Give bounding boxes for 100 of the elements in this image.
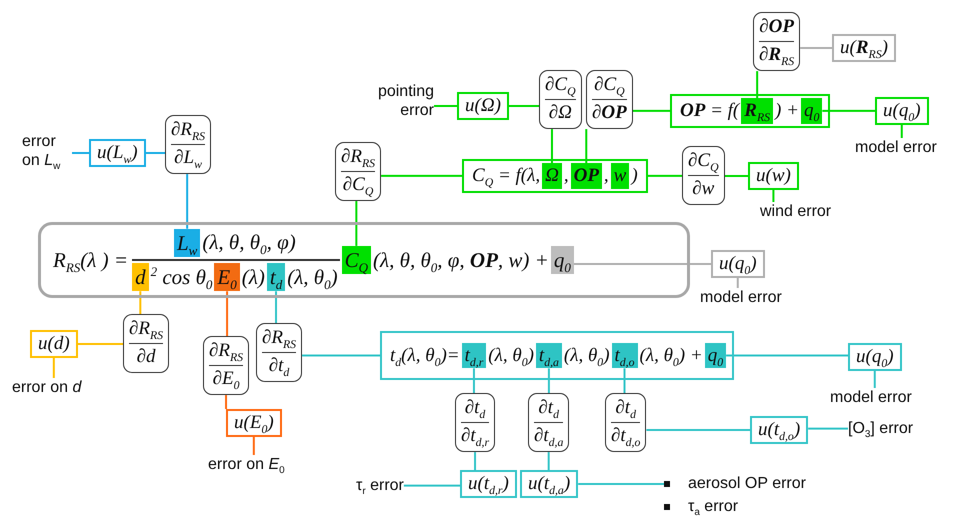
partial-derivative-box xyxy=(123,314,170,374)
numerator: ∂C$_{Q}$ xyxy=(594,74,625,97)
denominator: ∂R$_{RS}$ xyxy=(759,44,794,68)
numerator: ∂t$_{d}$ xyxy=(615,397,636,420)
partial-derivative-box xyxy=(203,336,250,396)
partial-derivative-box xyxy=(539,70,582,130)
connector-line xyxy=(252,437,255,455)
highlighted-term: q$_{0}$ xyxy=(704,342,726,368)
formula-text: t$_{d}$(λ, θ$_{0}$)= xyxy=(390,344,460,366)
connector-line xyxy=(574,263,711,265)
uncertainty-term: u(q$_{0}$) xyxy=(848,343,902,371)
connector-line xyxy=(726,354,848,356)
connector-line xyxy=(800,47,832,49)
connector-line xyxy=(508,105,539,107)
numerator: ∂OP xyxy=(759,16,794,39)
uncertainty-term: u(w) xyxy=(748,162,799,190)
connector-line xyxy=(78,343,123,345)
connector-line xyxy=(52,358,55,378)
partial-derivative-box xyxy=(165,115,212,174)
highlighted-term: E$_{0}$ xyxy=(214,263,240,292)
uncertainty-term: u(R$_{RS}$) xyxy=(832,34,896,62)
partial-derivative-box xyxy=(682,146,725,206)
denominator: ∂t$_{d,o}$ xyxy=(611,425,640,448)
highlighted-term: t$_{d,o}$ xyxy=(612,342,638,368)
formula-text: (λ) xyxy=(242,264,265,290)
connector-line xyxy=(585,129,588,163)
highlighted-term: Ω xyxy=(542,163,562,189)
denominator: ∂w xyxy=(692,178,714,202)
connector-line xyxy=(72,152,89,154)
connector-line xyxy=(772,190,774,202)
uncertainty-term: u(t$_{d,r}$) xyxy=(460,470,517,498)
connector-line xyxy=(434,105,457,107)
highlighted-term: q$_{0}$ xyxy=(800,98,822,124)
partial-derivative-box xyxy=(586,70,633,130)
numerator: ∂R$_{RS}$ xyxy=(171,119,206,142)
formula-text: (λ, θ$_{0}$) xyxy=(564,344,610,366)
connector-line xyxy=(548,452,550,470)
numerator: ∂R$_{RS}$ xyxy=(341,146,376,169)
formula-text: , xyxy=(604,164,609,187)
connector-line xyxy=(404,484,460,487)
denominator: ∂C$_{Q}$ xyxy=(342,174,374,198)
connector-line xyxy=(646,429,750,431)
denominator: ∂t$_{d,r}$ xyxy=(461,425,490,448)
numerator: ∂R$_{RS}$ xyxy=(129,318,164,341)
connector-line xyxy=(302,354,380,356)
numerator: ∂t$_{d}$ xyxy=(538,397,559,420)
equation-box xyxy=(380,331,734,380)
numerator: ∂R$_{RS}$ xyxy=(262,327,296,350)
uncertainty-term: u(t$_{d,a}$) xyxy=(520,470,578,498)
connector-line xyxy=(225,395,228,409)
numerator: ∂C$_{Q}$ xyxy=(545,74,576,97)
connector-line xyxy=(736,278,739,288)
partial-derivative-box xyxy=(753,12,800,72)
connector-line xyxy=(474,452,476,470)
partial-derivative-box xyxy=(335,142,382,202)
uncertainty-term: u(L$_{w}$) xyxy=(89,139,146,167)
denominator: ∂Ω xyxy=(548,102,572,126)
connector-line xyxy=(648,174,682,177)
denominator: ∂t$_{d}$ xyxy=(268,355,290,378)
numerator: ∂t$_{d}$ xyxy=(464,397,486,420)
formula-text: C$_{Q}$ = f(λ, xyxy=(472,164,540,187)
error-label: wind error xyxy=(760,202,832,222)
highlighted-term: d xyxy=(132,263,149,292)
formula-text: (λ, θ$_{0}$) xyxy=(287,264,338,290)
error-label: error on d xyxy=(12,378,82,398)
highlighted-term: C$_{Q}$ xyxy=(342,246,372,274)
connector-line xyxy=(822,110,875,112)
formula-text: (λ, θ$_{0}$) + xyxy=(640,344,703,366)
denominator: ∂E$_{0}$ xyxy=(212,368,240,392)
highlighted-term: t$_{d,r}$ xyxy=(462,342,486,368)
highlighted-term: L$_{w}$ xyxy=(174,228,200,257)
error-label: error on L$_{w}$ xyxy=(22,132,72,170)
highlighted-term: t$_{d,a}$ xyxy=(536,342,562,368)
denominator: ∂L$_{w}$ xyxy=(174,147,202,170)
connector-line xyxy=(624,368,626,393)
highlighted-term: R$_{RS}$ xyxy=(741,98,774,124)
numerator: ∂C$_{Q}$ xyxy=(688,150,719,173)
error-label: [O$_{3}$] error xyxy=(848,419,914,438)
connector-line xyxy=(632,110,670,112)
formula-text: $^{2}$ cos θ$_{0}$ xyxy=(150,264,212,290)
equation-box xyxy=(462,159,648,193)
equation-box xyxy=(670,94,830,128)
error-label: model error xyxy=(855,138,937,158)
partial-derivative-box xyxy=(256,323,302,382)
formula-text: ) + xyxy=(775,100,799,122)
connector-line xyxy=(578,483,664,485)
error-label: model error xyxy=(700,288,782,308)
formula-text: (λ, θ$_{0}$) xyxy=(488,344,534,366)
highlighted-term: OP xyxy=(570,163,602,189)
denominator: ∂OP xyxy=(592,102,627,126)
connector-line xyxy=(548,368,550,393)
formula-text: , xyxy=(564,164,569,187)
formula-box xyxy=(38,222,690,298)
error-label: error on E$_{0}$ xyxy=(208,455,285,474)
error-label: model error xyxy=(830,388,912,408)
formula-text: (λ, θ, θ$_{0}$, φ, OP, w) + xyxy=(373,248,549,272)
connector-line xyxy=(186,174,188,229)
highlighted-term: w xyxy=(610,163,630,189)
connector-line xyxy=(808,428,848,430)
connector-line xyxy=(472,368,475,393)
